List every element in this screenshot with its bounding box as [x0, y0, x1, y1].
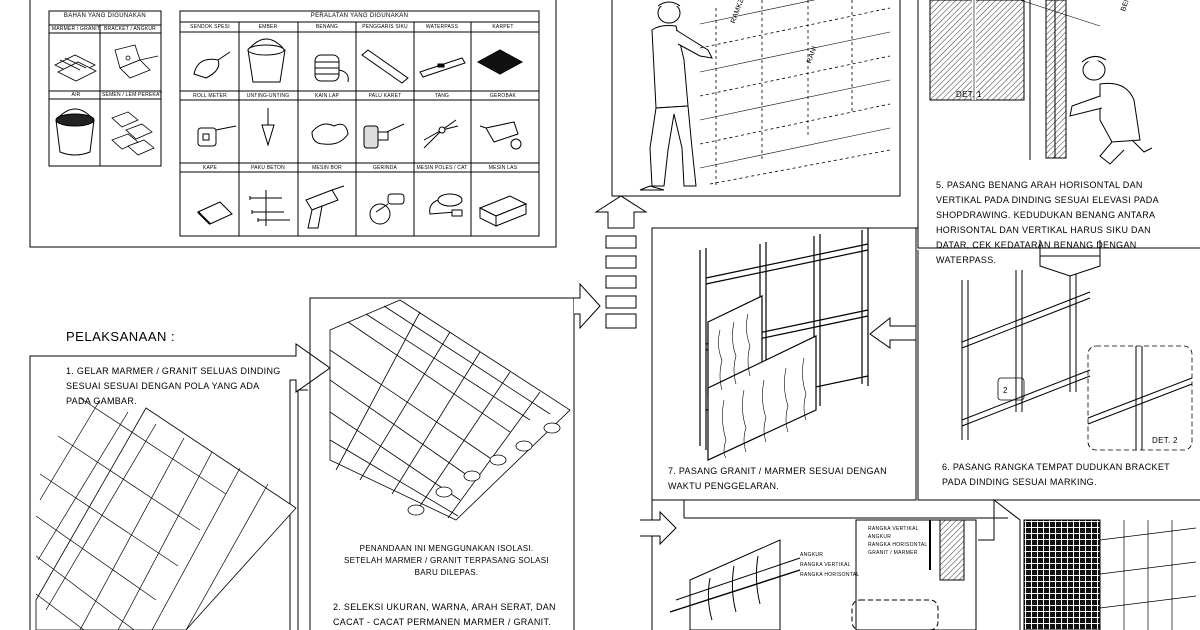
granite-tiles-icon: [54, 54, 97, 82]
tool-label: MESIN POLES / CAT: [416, 165, 468, 171]
arrow-left-step6-to-7: [869, 316, 917, 349]
tool-label: EMBER: [258, 24, 278, 30]
granite-panels: [707, 295, 817, 461]
square-ruler-icon: [361, 49, 409, 84]
arrow-down-step5-to-6: [1039, 255, 1101, 277]
tool-label: KAPE: [202, 165, 218, 171]
material-label: SEMEN / LEM PEREKAT: [102, 92, 163, 98]
section-title: PELAKSANAAN :: [66, 329, 176, 344]
tool-label: UNTING-UNTING: [246, 93, 290, 99]
crouching-worker-figure: [1069, 56, 1153, 165]
tape-measure-icon: [197, 125, 237, 147]
carpet-icon: [476, 49, 524, 75]
tool-label: SENDOK SPESI: [190, 24, 230, 30]
bucket-icon: [247, 38, 286, 83]
water-bucket-icon: [55, 108, 95, 156]
tool-label: BENANG: [315, 24, 339, 30]
tool-label: MESIN BOR: [312, 165, 342, 171]
section-label: RANGKA HORISONTAL: [868, 542, 928, 548]
rubber-mallet-icon: [363, 123, 405, 149]
tile-layout-2: [329, 299, 571, 521]
flow-stack: [594, 195, 648, 329]
material-label: AIR: [71, 92, 81, 98]
tool-label: MESIN LAS: [488, 165, 518, 171]
worker-figure: [639, 1, 713, 191]
tool-label: WATERPASS: [425, 24, 459, 30]
cement-bags-icon: [111, 111, 155, 156]
section-label: ANGKUR: [868, 534, 892, 540]
marking-note: PENANDAAN INI MENGGUNAKAN ISOLASI. SETEL…: [344, 544, 549, 577]
wall-grid-strings-solid: [699, 0, 891, 169]
tools-title: PERALATAN YANG DIGUNAKAN: [310, 13, 409, 19]
drill-icon: [305, 185, 345, 229]
tile-grid-1: [35, 397, 269, 630]
frame-grid: [961, 260, 1091, 440]
concrete-nails-icon: [249, 190, 290, 226]
step-6-text: 6. PASANG RANGKA TEMPAT DUDUKAN BRACKET …: [942, 462, 1170, 487]
tool-label: PENGGARIS SIKU: [362, 24, 408, 30]
detail-2-label: DET. 2: [1152, 436, 1178, 445]
tool-label: TANG: [434, 93, 450, 99]
side-label: ANGKUR: [800, 552, 824, 558]
wall-grid-strings: [699, 0, 891, 186]
bracket-icon: [114, 44, 159, 79]
cloth-icon: [311, 123, 349, 145]
side-label: RANGKA HORISONTAL: [800, 572, 860, 578]
trowel-icon: [193, 51, 231, 79]
detail-2-marker: 2: [1003, 386, 1008, 395]
materials-title: BAHAN YANG DIGUNAKAN: [63, 13, 147, 19]
grinder-icon: [369, 193, 405, 225]
string-spool-icon: [314, 54, 349, 83]
plumb-bob-icon: [261, 108, 275, 147]
scraper-icon: [197, 201, 233, 225]
pliers-icon: [423, 119, 459, 149]
side-label: RANGKA VERTIKAL: [800, 562, 851, 568]
tile-layout-1: [35, 407, 297, 630]
tool-label: PAKU BETON: [251, 165, 285, 171]
tape-markers: [407, 422, 561, 516]
welding-machine-icon: [478, 195, 528, 227]
section-label: RANGKA VERTIKAL: [868, 526, 919, 532]
section-label: GRANIT / MARMER: [868, 550, 918, 556]
step-2-text: 2. SELEKSI UKURAN, WARNA, ARAH SERAT, DA…: [333, 602, 556, 627]
tool-label: GERINDA: [372, 165, 398, 171]
step-7-text: 7. PASANG GRANIT / MARMER SESUAI DENGAN …: [668, 466, 887, 491]
material-label: MARMER / GRANIT: [51, 26, 101, 32]
detail-1-label: DET. 1: [956, 90, 982, 99]
tool-label: ROLL METER: [193, 93, 227, 99]
tool-label: PALU KARET: [368, 93, 402, 99]
wheelbarrow-icon: [479, 121, 522, 150]
spirit-level-icon: [419, 57, 466, 78]
panel-install-detail: [669, 539, 801, 630]
step-5-text: 5. PASANG BENANG ARAH HORISONTAL DAN VER…: [936, 180, 1159, 265]
tool-label: KAIN LAP: [314, 93, 340, 99]
polisher-icon: [429, 193, 463, 217]
tool-label: GEROBAK: [489, 93, 517, 99]
step-1-text: 1. GELAR MARMER / GRANIT SELUAS DINDING …: [66, 366, 281, 406]
tool-label: KARPET: [492, 24, 514, 30]
material-label: BRACKET / ANGKUR: [103, 26, 156, 32]
